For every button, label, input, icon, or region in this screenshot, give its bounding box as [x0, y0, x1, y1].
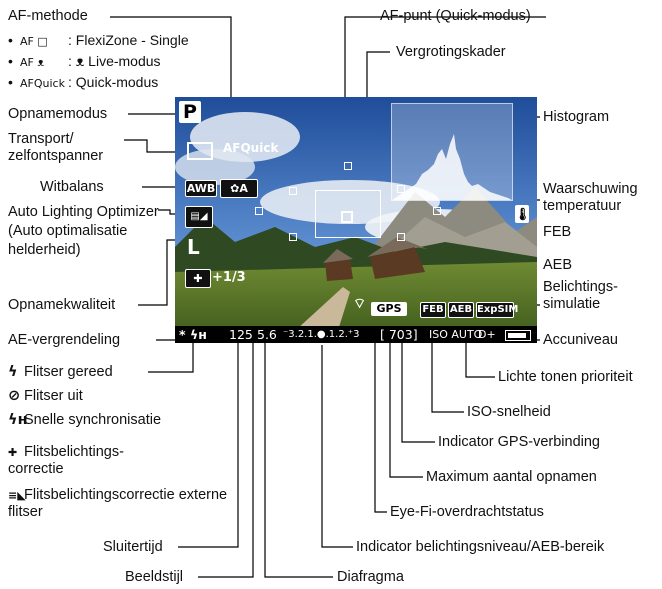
- status-bar: * ϟʜ 125 5.6 ⁻3.2.1.●.1.2.⁺3 [ 703] ISO …: [175, 326, 537, 343]
- af-mode-code: AF ᴥ: [20, 56, 45, 69]
- beeldstijl-label: Beeldstijl: [125, 569, 184, 585]
- external-flash-label: Flitsbelichtingscorrectie externe flitse…: [8, 487, 228, 520]
- accuniveau-label: Accuniveau: [543, 332, 618, 348]
- flitser-uit-label: Flitser uit: [24, 388, 83, 404]
- af-punt-label: AF-punt (Quick-modus): [380, 8, 531, 24]
- mode-indicator: P: [179, 101, 201, 123]
- af-point-small: [397, 185, 405, 193]
- iso-indicator: ISO AUTO: [429, 328, 483, 341]
- max-opnamen-label: Maximum aantal opnamen: [426, 469, 597, 485]
- transport-label: Transport/ zelfontspanner: [8, 131, 104, 164]
- opnamemodus-label: Opnamemodus: [8, 106, 108, 122]
- opnamekwaliteit-label: Opnamekwaliteit: [8, 297, 116, 313]
- af-quick-indicator: AFQuick: [223, 141, 279, 155]
- vergrotingskader-label: Vergrotingskader: [396, 44, 506, 60]
- exposure-scale: ⁻3.2.1.●.1.2.⁺3: [283, 329, 360, 340]
- eyefi-icon: ⌔: [353, 296, 367, 312]
- flitser-gereed-item: ϟ Flitser gereed: [8, 364, 113, 381]
- af-mode-desc: : FlexiZone - Single: [68, 32, 189, 48]
- af-mode-code: AF □: [20, 35, 48, 48]
- feb-indicator: FEB: [420, 302, 446, 318]
- expsim-indicator: ExpSIM: [476, 302, 518, 318]
- af-point-small: [344, 162, 352, 170]
- aperture-value: 5.6: [257, 327, 277, 342]
- flash-comp-value: +1/3: [212, 270, 246, 285]
- af-point-small: [433, 207, 441, 215]
- high-speed-sync-icon: ϟʜ: [8, 412, 28, 428]
- histogram-panel: [391, 103, 513, 201]
- flash-comp-icon: ✚: [185, 269, 211, 288]
- shutter-speed: 125: [229, 327, 253, 342]
- af-point-small: [255, 207, 263, 215]
- battery-fill: [508, 333, 526, 338]
- max-shots: [ 703]: [380, 327, 418, 342]
- af-point: [341, 211, 353, 223]
- bullet-icon: •: [8, 53, 13, 69]
- diafragma-label: Diafragma: [337, 569, 404, 585]
- af-mode-code: AFQuick: [20, 77, 65, 90]
- external-flash-item: ≡◣Flitsbelichtingscorrectie externe flit…: [8, 487, 238, 521]
- external-flash-icon: ≡◣: [8, 489, 26, 502]
- battery-icon: [505, 330, 531, 341]
- gps-label: Indicator GPS-verbinding: [438, 434, 600, 450]
- belichtingsniveau-label: Indicator belichtingsniveau/AEB-bereik: [356, 539, 605, 555]
- landscape-photo: [175, 97, 537, 340]
- bullet-icon: •: [8, 74, 13, 90]
- gps-indicator: GPS: [371, 302, 407, 316]
- ae-vergrendeling-label: AE-vergrendeling: [8, 332, 121, 348]
- iso-label: ISO-snelheid: [467, 404, 551, 420]
- histogram-graph: [392, 134, 512, 200]
- flitser-uit-item: ⊘Flitser uit: [8, 388, 83, 405]
- af-mode-live: • AF ᴥ : ᴥ Live-modus: [8, 53, 161, 71]
- af-mode-quick: • AFQuick: Quick-modus: [8, 74, 158, 92]
- af-mode-desc: : Quick-modus: [68, 74, 159, 90]
- simulatie-label: Belichtings- simulatie: [543, 279, 618, 312]
- snelle-sync-label: Snelle synchronisatie: [24, 412, 162, 428]
- aeb-indicator: AEB: [448, 302, 474, 318]
- af-point-small: [289, 187, 297, 195]
- snelle-sync-item: ϟʜSnelle synchronisatie: [8, 412, 161, 429]
- flash-ready-indicator: ϟʜ: [190, 327, 207, 342]
- witbalans-label: Witbalans: [40, 179, 104, 195]
- flash-comp-label: Flitsbelichtings- correctie: [8, 444, 124, 477]
- picture-style-icon: ✿A: [220, 179, 258, 198]
- bullet-icon: •: [8, 32, 13, 48]
- live-view-screen: P AFQuick AWB ✿A ▤◢ L ✚ +1/3 🌡 ⌔ GPS FEB…: [175, 97, 537, 340]
- ae-lock-indicator: *: [179, 327, 186, 342]
- quality-indicator: L: [187, 235, 200, 259]
- drive-single-icon: [187, 142, 213, 160]
- flash-icon: ϟ: [8, 364, 18, 380]
- flash-comp-item: ✚Flitsbelichtings- correctie: [8, 444, 178, 478]
- magnify-frame: [315, 190, 381, 238]
- eyefi-label: Eye-Fi-overdrachtstatus: [390, 504, 544, 520]
- af-mode-desc: : ᴥ Live-modus: [68, 53, 161, 69]
- flitser-gereed-label: Flitser gereed: [24, 364, 113, 380]
- flash-off-icon: ⊘: [8, 388, 21, 404]
- awb-indicator: AWB: [185, 180, 217, 197]
- alo-icon: ▤◢: [185, 206, 213, 228]
- highlight-tone-priority: D+: [478, 328, 496, 341]
- af-point-small: [397, 233, 405, 241]
- aeb-label: AEB: [543, 257, 573, 273]
- temperatuur-label: Waarschuwing temperatuur: [543, 181, 638, 214]
- flash-compensation-icon: ✚: [8, 446, 18, 459]
- af-point-small: [289, 233, 297, 241]
- af-mode-flexizone: • AF □ : FlexiZone - Single: [8, 32, 189, 50]
- lichte-tonen-label: Lichte tonen prioriteit: [498, 369, 633, 385]
- temperature-warning-icon: 🌡: [515, 205, 531, 223]
- feb-label: FEB: [543, 224, 572, 240]
- alo-label: Auto Lighting Optimizer (Auto optimalisa…: [8, 204, 159, 258]
- af-methode-label: AF-methode: [8, 8, 88, 24]
- histogram-label: Histogram: [543, 109, 610, 125]
- sluitertijd-label: Sluitertijd: [103, 539, 163, 555]
